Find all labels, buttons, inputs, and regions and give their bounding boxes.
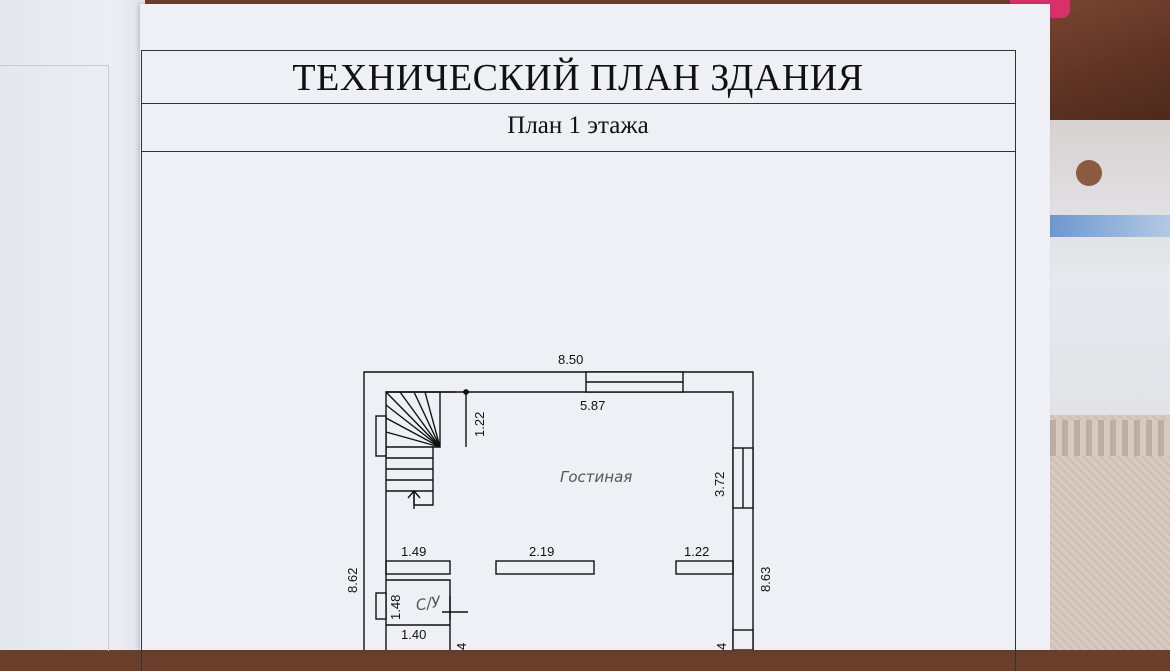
room-label-living: Гостиная: [560, 468, 632, 486]
dim-wall-left: 1.49: [401, 544, 426, 559]
subtitle-rule: [141, 151, 1015, 152]
dim-partial-right: 4: [714, 643, 729, 650]
stair-outline: [386, 391, 441, 506]
wc-walls: [386, 579, 451, 650]
title-rule: [141, 103, 1015, 104]
table-surface: [1040, 0, 1170, 130]
dim-wall-right: 1.22: [684, 544, 709, 559]
dim-wc-height: 1.48: [388, 595, 403, 620]
folder-hole: [1076, 160, 1102, 186]
stair-winder-1: [385, 391, 441, 448]
dim-inner-width: 5.87: [580, 398, 605, 413]
dim-stair-depth: 1.22: [472, 412, 487, 437]
right-lower-window: [732, 629, 754, 650]
document-page: [140, 4, 1050, 650]
left-window-upper: [375, 415, 387, 457]
left-book-page: [0, 0, 145, 650]
folder-strip: [1050, 215, 1170, 237]
partition-left: [385, 560, 451, 575]
document-title: ТЕХНИЧЕСКИЙ ПЛАН ЗДАНИЯ: [292, 57, 864, 99]
certificate-border: [1050, 420, 1170, 456]
page-frame: [141, 50, 1016, 671]
dim-living-depth: 3.72: [712, 472, 727, 497]
inner-wall: [385, 391, 734, 650]
wc-window: [375, 592, 387, 620]
room-label-wc: С/У: [414, 592, 442, 614]
dim-partial-left: 4: [454, 643, 469, 650]
dim-overall-width: 8.50: [558, 352, 583, 367]
dim-right-height: 8.63: [758, 567, 773, 592]
dim-wall-mid: 2.19: [529, 544, 554, 559]
floor-plan: 8.50 5.87 1.22 3.72 8.62 8.63 1.49 2.19 …: [345, 352, 773, 650]
outer-wall: [363, 371, 754, 650]
dim-left-height: 8.62: [345, 568, 360, 593]
partition-right: [675, 560, 734, 575]
dim-wc-width: 1.40: [401, 627, 426, 642]
partition-mid: [495, 560, 595, 575]
document-subtitle: План 1 этажа: [507, 112, 649, 139]
left-page-frame: [0, 65, 109, 651]
